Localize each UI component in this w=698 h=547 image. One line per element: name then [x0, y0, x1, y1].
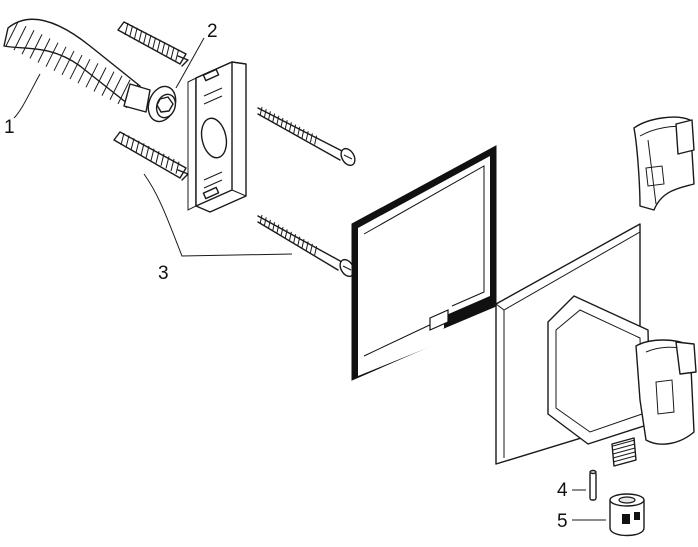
hatch-line [288, 231, 292, 241]
hatch-line [280, 117, 284, 128]
shower-holder-clip [633, 116, 695, 211]
hatch-line [142, 32, 147, 45]
callout-4: 4 [557, 480, 568, 501]
hatch-line [109, 75, 123, 100]
hatch-line [263, 217, 267, 227]
hatch-line [165, 44, 170, 57]
hatch-line [21, 30, 35, 55]
hatch-line [276, 224, 280, 234]
hatch-line [140, 143, 145, 156]
hatch-line [5, 21, 19, 47]
hatch-line [45, 42, 59, 67]
wall-plug [113, 131, 189, 181]
hatch-line [133, 27, 138, 40]
hatch-line [297, 236, 301, 246]
hatch-line [301, 128, 305, 139]
hatch-line [309, 133, 313, 143]
hatch-line [175, 161, 180, 174]
hatch-line [175, 49, 180, 62]
hatch-line [259, 106, 263, 117]
hatch-line [77, 58, 91, 84]
nut [609, 493, 645, 537]
hatch-line [293, 124, 297, 134]
hatch-line [125, 135, 130, 148]
hatch-line [53, 46, 67, 72]
hatch-line [117, 79, 131, 105]
mounting-bracket [187, 61, 247, 213]
wall-plug [117, 21, 189, 67]
pin [589, 469, 597, 501]
hatch-line [13, 25, 27, 51]
flexible-hose [3, 18, 177, 123]
hatch-line [612, 439, 636, 447]
hatch-line [612, 447, 636, 455]
hatch-line [101, 71, 115, 96]
gasket-frame [351, 145, 497, 381]
hatch-line [272, 222, 276, 232]
hatch-line [85, 63, 99, 88]
hatch-line [145, 145, 150, 159]
screw [257, 214, 355, 278]
hatch-line [280, 226, 284, 237]
hatch-line [305, 131, 309, 141]
callout-3: 3 [158, 263, 169, 284]
screw [257, 106, 356, 167]
hatch-line [612, 451, 636, 459]
hatch-line [156, 39, 161, 52]
hatch-line [314, 246, 318, 256]
hatch-line [93, 67, 107, 92]
callout-2: 2 [207, 21, 218, 42]
hatch-line [301, 238, 305, 249]
hatch-line [284, 120, 288, 130]
wall-outlet-body [495, 223, 697, 467]
hatch-line [155, 151, 160, 164]
hatch-line [135, 140, 140, 153]
hatch-line [170, 158, 175, 172]
hatch-line [267, 219, 271, 229]
hatch-line [612, 443, 636, 451]
hatch-line [288, 122, 292, 132]
hatch-line [267, 111, 271, 121]
hatch-line [314, 135, 318, 145]
hatch-line [138, 30, 143, 43]
hatch-line [259, 214, 263, 225]
hatch-line [284, 229, 288, 239]
hatch-line [263, 109, 267, 119]
hatch-line [272, 113, 276, 123]
hatch-line [160, 153, 165, 166]
hatch-line [147, 34, 152, 48]
hatch-line [152, 37, 157, 50]
hatch-line [161, 42, 166, 55]
hatch-line [612, 455, 636, 463]
callout-1: 1 [4, 117, 15, 138]
hatch-line [165, 156, 170, 169]
callout-5: 5 [557, 511, 568, 532]
hatch-line [124, 22, 129, 36]
hatch-line [293, 234, 297, 244]
leader-lines [13, 37, 606, 521]
hatch-line [297, 126, 301, 136]
hatch-line [130, 138, 135, 151]
hatch-line [170, 46, 175, 60]
hatch-line [276, 115, 280, 125]
hatch-line [129, 25, 134, 38]
hatch-line [305, 241, 309, 251]
hatch-line [37, 38, 51, 63]
hatch-line [120, 132, 125, 146]
hatch-line [69, 54, 83, 80]
hatch-line [150, 148, 155, 161]
hatch-line [29, 34, 43, 59]
hatch-line [309, 243, 313, 253]
hatch-line [61, 50, 75, 76]
